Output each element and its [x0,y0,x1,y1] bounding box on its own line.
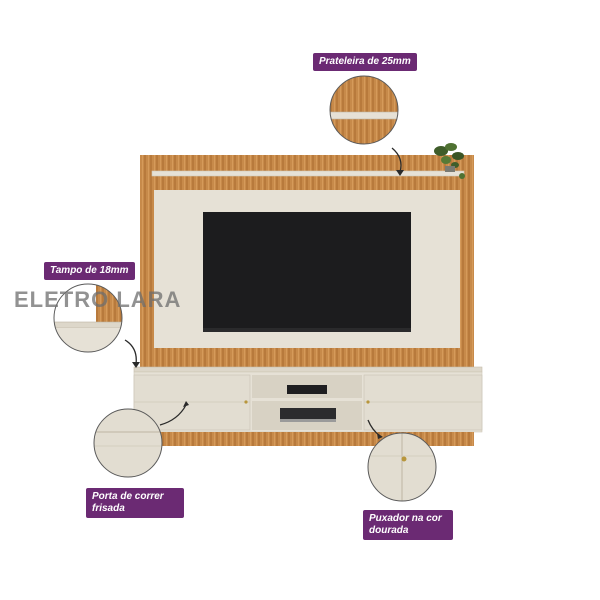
detail-circle-porta [93,408,163,478]
plant [434,143,465,179]
top-shelf [151,170,465,177]
label-prateleira: Prateleira de 25mm [313,53,417,71]
label-porta: Porta de correr frisada [86,488,184,518]
receiver-device [287,385,327,394]
watermark-text: ELETRO LARA [14,287,182,312]
label-puxador: Puxador na cor dourada [363,510,453,540]
rack-top [133,366,483,373]
right-sliding-door [363,374,483,431]
tv-screen [203,212,411,332]
arrow-heads [132,170,404,439]
detail-circle-shelf [329,75,399,145]
console-device [280,408,336,422]
detail-circle-tampo [53,283,123,353]
label-tampo: Tampo de 18mm [44,262,135,280]
detail-circle-puxador [367,432,437,502]
